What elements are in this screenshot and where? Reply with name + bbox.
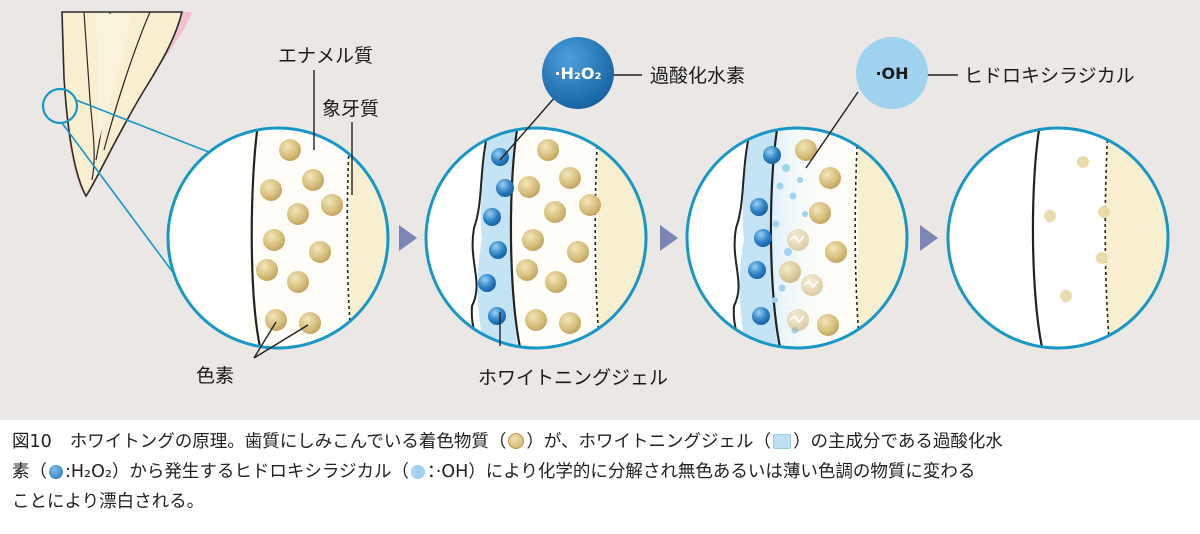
caption-text: :H₂O₂）から発生するヒドロキシラジカル（	[65, 462, 410, 482]
figure-number: 図10	[12, 432, 52, 452]
pigment-swatch-icon	[508, 433, 525, 449]
diagram-canvas: ·H₂O₂ ·OH エナメル質 象牙質 色素 過酸化水素 ヒドロキシラジカル ホ…	[0, 0, 1200, 420]
tooth-illustration	[41, 11, 225, 299]
gel-swatch-icon	[773, 434, 792, 449]
label-hydrogen-peroxide: 過酸化水素	[650, 65, 745, 87]
caption-line-1: 図10 ホワイトングの原理。歯質にしみこんでいる着色物質（ ）が、ホワイトニングジェ…	[12, 427, 1188, 457]
label-enamel: エナメル質	[278, 45, 373, 67]
caption-text: ）の主成分である過酸化水	[793, 432, 1003, 452]
label-hydroxyl-radical: ヒドロキシラジカル	[964, 65, 1135, 87]
arrow-right-icon	[920, 225, 938, 251]
caption-text: ホワイトングの原理。歯質にしみこんでいる着色物質（	[69, 432, 507, 452]
magnified-circle-3	[685, 126, 909, 350]
caption-text: 素（	[12, 462, 47, 482]
magnified-circle-2	[424, 126, 648, 350]
label-whitening-gel: ホワイトニングジェル	[478, 367, 668, 389]
leader-lines	[253, 70, 958, 359]
pigment-particles	[256, 139, 343, 334]
caption-text: ）が、ホワイトニングジェル（	[526, 432, 772, 452]
h2o2-molecules	[478, 148, 514, 325]
oh-swatch-icon	[411, 465, 426, 479]
oh-ball-icon: ·OH	[856, 37, 928, 109]
h2o2-swatch-icon	[49, 465, 63, 479]
label-dentin: 象牙質	[322, 98, 379, 120]
caption-line-3: ことにより漂白される。	[12, 492, 205, 512]
whitening-diagram: ·H₂O₂ ·OH エナメル質 象牙質 色素 過酸化水素 ヒドロキシラジカル ホ…	[0, 0, 1200, 420]
h2o2-symbol: ·H₂O₂	[554, 64, 601, 83]
faded-pigment-particles	[1044, 156, 1110, 302]
h2o2-molecules	[748, 146, 781, 325]
figure-caption: 図10 ホワイトングの原理。歯質にしみこんでいる着色物質（ ）が、ホワイトニングジェ…	[12, 427, 1188, 517]
caption-line-2: 素（ :H₂O₂）から発生するヒドロキシラジカル（ ：·OH）により化学的に分解され…	[12, 457, 1188, 487]
pigment-particles	[516, 139, 601, 334]
caption-text: ：·OH）により化学的に分解され無色あるいは薄い色調の物質に変わる	[427, 462, 976, 482]
arrow-right-icon	[399, 225, 417, 251]
arrow-right-icon	[660, 225, 678, 251]
oh-symbol: ·OH	[875, 64, 908, 83]
h2o2-ball-icon: ·H₂O₂	[542, 37, 614, 109]
label-pigment: 色素	[196, 365, 234, 387]
